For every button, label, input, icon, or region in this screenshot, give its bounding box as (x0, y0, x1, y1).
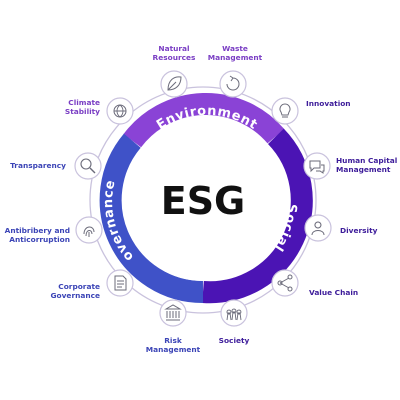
label-human-capital: Human Capital Management (336, 156, 398, 175)
magnifier-icon (74, 152, 102, 180)
social-segment (202, 128, 313, 304)
person-icon (304, 214, 332, 242)
label-society: Society (218, 336, 250, 345)
fingerprint-icon (75, 216, 103, 244)
label-value-chain: Value Chain (309, 288, 359, 297)
globe-icon (106, 97, 134, 125)
label-diversity: Diversity (340, 226, 378, 235)
outer-ring (89, 86, 317, 314)
leaf-icon (160, 70, 188, 98)
speech-bubbles-icon (303, 152, 331, 180)
label-risk-management: Risk Management (145, 336, 201, 355)
center-title: ESG (161, 179, 246, 223)
label-innovation: Innovation (306, 99, 351, 108)
label-antibribery: Antibribery and Anticorruption (4, 226, 70, 245)
label-transparency: Transparency (10, 161, 66, 170)
network-icon (271, 269, 299, 297)
governance-label: Governance (0, 0, 137, 264)
label-climate-stability: Climate Stability (64, 98, 100, 117)
environment-segment (123, 92, 285, 148)
center-disc (122, 119, 284, 281)
document-icon (106, 269, 134, 297)
recycle-icon (219, 70, 247, 98)
lightbulb-icon (271, 97, 299, 125)
label-natural-resources: Natural Resources (152, 44, 196, 63)
label-corporate-governance: Corporate Governance (50, 282, 100, 301)
governance-segment (99, 133, 204, 304)
people-group-icon (220, 299, 248, 327)
label-waste-management: Waste Management (207, 44, 263, 63)
institution-icon (159, 299, 187, 327)
